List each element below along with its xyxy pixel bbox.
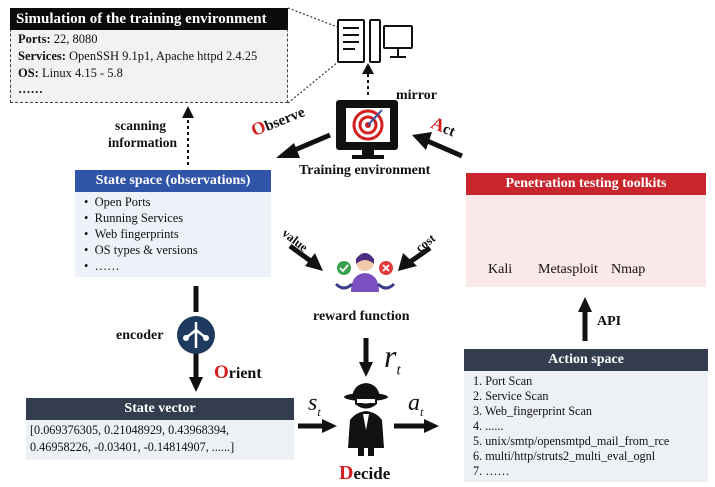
encoder-icon (177, 316, 215, 354)
action-space-title: Action space (464, 349, 708, 371)
state-vector-line-1: [0.069376305, 0.21048929, 0.43968394, (30, 423, 230, 437)
api-label: API (597, 314, 622, 329)
list-item: • OS types & versions (84, 243, 198, 257)
reward-function-icon (334, 253, 396, 292)
reward-arrow (359, 338, 373, 377)
encoder-arrow (189, 286, 203, 392)
state-symbol: st (308, 390, 321, 419)
simulation-title: Simulation of the training environment (10, 8, 288, 30)
list-item: 3. Web_fingerprint Scan (473, 404, 592, 418)
state-vector-line-2: 0.46958226, -0.03401, -0.14814907, .....… (30, 440, 235, 454)
state-vector-box (26, 420, 294, 460)
cost-arrow (398, 245, 432, 271)
observe-arrow (276, 132, 331, 158)
act-arrow (412, 132, 463, 159)
orient-label: Orient (214, 362, 262, 383)
training-environment-label: Training environment (299, 163, 431, 178)
reward-function-label: reward function (313, 309, 410, 324)
dotted-connector (287, 7, 341, 104)
decide-label: Decide (339, 462, 391, 484)
sim-os: OS: Linux 4.15 - 5.8 (18, 66, 123, 80)
tool-label-metasploit: Metasploit (538, 262, 598, 277)
sim-services: Services: OpenSSH 9.1p1, Apache httpd 2.… (18, 49, 258, 63)
sim-ports: Ports: 22, 8080 (18, 32, 98, 46)
server-computer-icon (337, 19, 413, 63)
training-environment-icon (336, 100, 398, 159)
scanning-arrow (182, 106, 194, 165)
state-space-box (75, 192, 271, 277)
reward-symbol: rt (384, 338, 401, 379)
state-arrow (298, 419, 337, 433)
list-item: • Web fingerprints (84, 227, 179, 241)
list-item: 6. multi/http/struts2_multi_eval_ognl (473, 449, 656, 463)
agent-spy-icon (344, 383, 388, 456)
scanning-label: scanning (115, 118, 167, 133)
list-item: 5. unix/smtp/opensmtpd_mail_from_rce (473, 434, 670, 448)
tool-label-kali: Kali (488, 262, 513, 277)
encoder-label: encoder (116, 328, 164, 343)
value-arrow (288, 243, 323, 271)
list-item: 7. …… (473, 464, 510, 478)
state-vector-title: State vector (26, 398, 294, 420)
action-symbol: at (408, 390, 424, 419)
action-space-box (464, 371, 708, 482)
state-space-title: State space (observations) (75, 170, 271, 192)
list-item: 1. Port Scan (473, 374, 533, 388)
mirror-arrow (362, 63, 374, 95)
list-item: 2. Service Scan (473, 389, 549, 403)
mirror-label: mirror (396, 88, 437, 103)
pen-testing-box (466, 195, 706, 287)
list-item: • Open Ports (84, 195, 151, 209)
list-item: • …… (84, 259, 120, 273)
list-item: 4. ...... (473, 419, 504, 433)
api-arrow (578, 297, 592, 341)
sim-more: …… (18, 82, 43, 96)
action-arrow (394, 419, 439, 433)
list-item: • Running Services (84, 211, 184, 225)
information-label: information (108, 135, 177, 150)
tool-label-nmap: Nmap (611, 262, 646, 277)
pen-testing-title: Penetration testing toolkits (466, 173, 706, 195)
